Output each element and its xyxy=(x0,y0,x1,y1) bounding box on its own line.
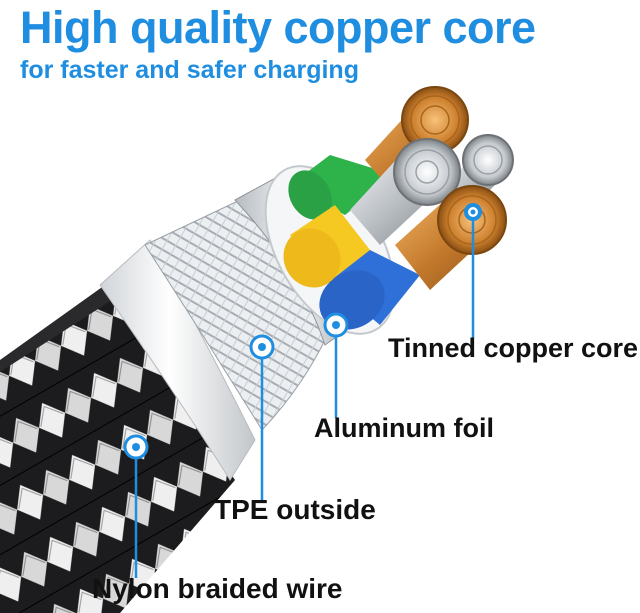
callout-marker-icon xyxy=(323,312,349,338)
headline: High quality copper core xyxy=(20,2,536,53)
callout-aluminum-foil: Aluminum foil xyxy=(314,413,494,443)
callout-tpe-outside: TPE outside xyxy=(214,494,376,525)
subheadline: for faster and safer charging xyxy=(20,56,359,84)
callout-marker-icon xyxy=(464,203,482,221)
callout-marker-icon xyxy=(123,434,149,460)
callout-tinned-copper-core: Tinned copper core xyxy=(388,333,639,363)
callout-marker-icon xyxy=(249,334,275,360)
nylon-braid xyxy=(0,285,235,613)
callout-leaders xyxy=(134,212,475,578)
callout-nylon-braided-wire: Nylon braided wire xyxy=(92,573,343,604)
